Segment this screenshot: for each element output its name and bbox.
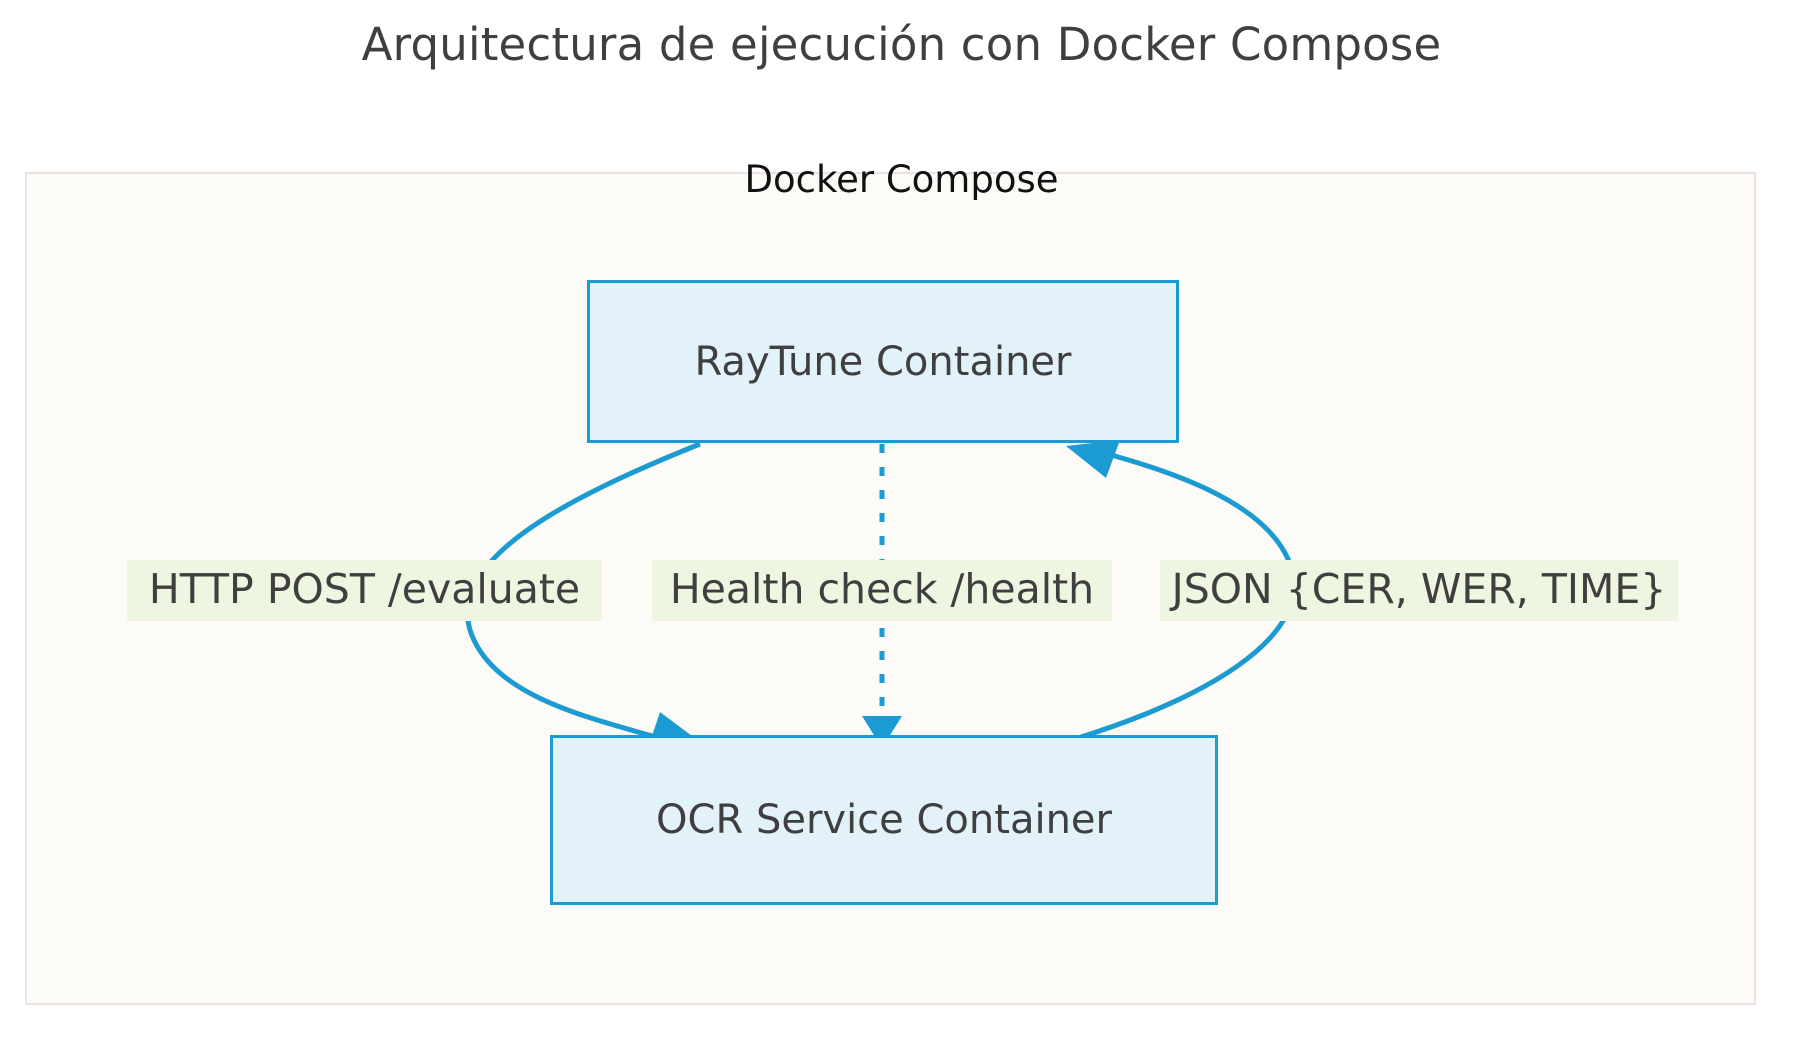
edge-label-http-post-evaluate: HTTP POST /evaluate: [127, 560, 602, 621]
edge-label-health-check: Health check /health: [652, 560, 1112, 621]
arrowhead-response: [1066, 440, 1120, 478]
node-raytune-container[interactable]: RayTune Container: [587, 280, 1179, 443]
edge-label-json-metrics: JSON {CER, WER, TIME}: [1160, 560, 1678, 621]
arrowhead-health: [862, 716, 902, 748]
node-label-ocr: OCR Service Container: [656, 797, 1112, 843]
node-label-raytune: RayTune Container: [694, 338, 1072, 385]
page-title: Arquitectura de ejecución con Docker Com…: [361, 18, 1442, 71]
cluster-label-docker-compose: Docker Compose: [744, 158, 1059, 201]
node-ocr-service-container[interactable]: OCR Service Container: [550, 735, 1218, 905]
